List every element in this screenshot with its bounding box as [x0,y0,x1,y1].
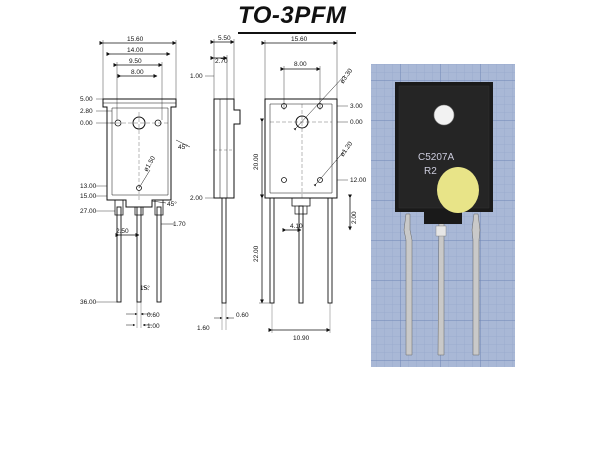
dim-side-bot-right: 0.60 [236,312,249,319]
dim-h-0-00: 0.00 [80,120,93,127]
lead-right [471,213,481,356]
title-underline [238,32,356,34]
angle-notch: 45° [167,200,177,208]
dim-side-bot-left: 1.60 [197,325,210,332]
dim-h-27-00: 27.00 [80,208,97,215]
angle-body: 45° [178,143,188,151]
dim-back-r3: 12.00 [350,177,367,184]
dim-width-14-00: 14.00 [127,47,144,54]
dim-width-9-50: 9.50 [129,58,142,65]
hole-small-dia: ø1.20 [339,140,354,158]
dim-back-r2: 0.00 [350,119,363,126]
back-view [259,40,352,333]
part-marking-2: R2 [424,166,437,177]
angle-lead: 15° [140,284,150,292]
side-view-labels: 5.50 2.70 1.00 2.00 1.60 0.60 [190,35,249,332]
dim-side-mid: 2.00 [190,195,203,202]
dim-back-span: 10.90 [293,335,310,342]
hole-diameter-front: ø1.50 [143,155,158,173]
dim-back-notch: 2.00 [351,211,358,224]
dim-side-top1: 5.50 [218,35,231,42]
photo-leads [403,213,481,356]
dim-lead-bottom: 1.00 [147,323,160,330]
dim-back-body-height: 20.00 [253,153,260,170]
dim-width-8-00: 8.00 [131,69,144,76]
dim-lead-right: 1.70 [173,221,186,228]
dim-side-top2: 2.70 [215,58,228,65]
front-view [96,40,191,328]
dim-h-15-00: 15.00 [80,193,97,200]
page-title: TO-3PFM [238,2,347,29]
lead-left [403,213,413,356]
dim-pitch-front: 2.50 [116,228,129,235]
yellow-dot [437,167,479,213]
dim-back-pitch: 4.10 [290,223,303,230]
dim-width-15-60: 15.60 [127,36,144,43]
dim-back-inner: 8.00 [294,61,307,68]
dim-back-lead-height: 22.00 [253,245,260,262]
dim-h-5-00: 5.00 [80,96,93,103]
dim-back-r1: 3.00 [350,103,363,110]
front-view-labels: 15.60 14.00 9.50 8.00 5.00 2.80 0.00 13.… [80,36,188,330]
dim-back-width: 15.60 [291,36,308,43]
dim-h-2-80: 2.80 [80,108,93,115]
hole-big-dia: ø3.30 [339,67,354,85]
side-view [205,39,241,330]
dim-h-36-00: 36.00 [80,299,97,306]
part-marking: C5207A [418,152,454,163]
dim-side-left1: 1.00 [190,73,203,80]
dim-h-13-00: 13.00 [80,183,97,190]
component-photo: C5207A R2 [371,64,515,367]
mounting-hole [433,104,455,126]
dim-lead-width: 0.60 [147,312,160,319]
lead-joint [435,225,447,237]
